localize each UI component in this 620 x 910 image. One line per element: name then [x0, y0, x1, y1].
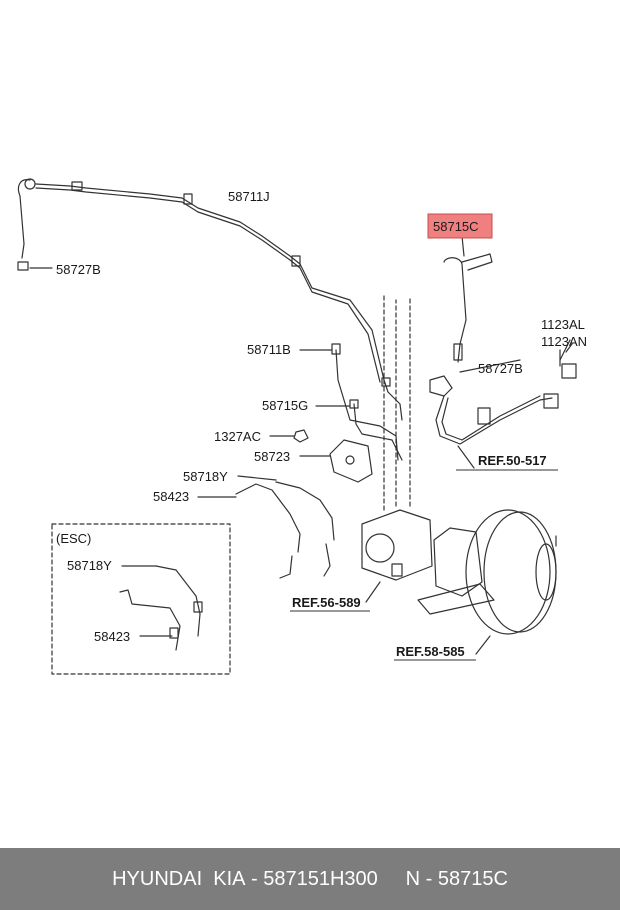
- brand-text: HYUNDAI KIA: [112, 867, 246, 890]
- label-ref-56-589: REF.56-589: [292, 595, 361, 610]
- label-ref-58-585: REF.58-585: [396, 644, 465, 659]
- bracket-58723: [299, 439, 373, 483]
- part-info-bar: HYUNDAI KIA - 587151H300 N - 58715C: [0, 848, 620, 910]
- brake-line-parts-diagram: 58711J 58727B 58715C 1123AL 1123AN 58711…: [17, 178, 587, 675]
- label-esc: (ESC): [56, 531, 91, 546]
- label-ref-50-517: REF.50-517: [478, 453, 547, 468]
- brake-booster: [465, 509, 557, 635]
- label-58718Y: 58718Y: [183, 469, 228, 484]
- abs-modulator: [361, 295, 433, 581]
- ref-number-text: N - 58715C: [405, 867, 508, 890]
- label-1327AC: 1327AC: [214, 429, 261, 444]
- label-58715C: 58715C: [433, 219, 479, 234]
- brake-tube-58711B: [299, 343, 399, 461]
- ref-underlines: [290, 469, 558, 661]
- brake-hose-58715C: [443, 235, 493, 363]
- master-cylinder: [417, 527, 495, 615]
- label-58711J: 58711J: [228, 189, 270, 204]
- nut-1327AC: [269, 429, 309, 443]
- hose-to-ref-50-517: [429, 359, 559, 445]
- label-1123AL: 1123AL: [541, 317, 585, 332]
- ref-arrows: [365, 445, 491, 655]
- label-58723: 58723: [254, 449, 290, 464]
- brake-tube-58711J: [17, 178, 403, 421]
- bolt-1123AL: [559, 339, 577, 379]
- separator: -: [245, 867, 264, 890]
- highlight-58715C: [427, 213, 493, 239]
- label-58711B: 58711B: [247, 342, 291, 357]
- label-58423: 58423: [153, 489, 189, 504]
- label-esc-58718Y: 58718Y: [67, 558, 112, 573]
- label-1123AN: 1123AN: [541, 334, 587, 349]
- brake-tube-58423: [197, 483, 301, 579]
- brake-tube-58715G: [315, 399, 403, 461]
- label-58715G: 58715G: [262, 398, 308, 413]
- esc-variant-box: [51, 523, 231, 675]
- part-number-text: 587151H300: [263, 867, 378, 890]
- label-58727B-left: 58727B: [56, 262, 101, 277]
- label-esc-58423: 58423: [94, 629, 130, 644]
- brake-tube-58718Y: [237, 475, 335, 577]
- bracket-58727B-left: [17, 261, 53, 271]
- label-58727B-right: 58727B: [478, 361, 523, 376]
- esc-brake-tubes: [119, 565, 203, 651]
